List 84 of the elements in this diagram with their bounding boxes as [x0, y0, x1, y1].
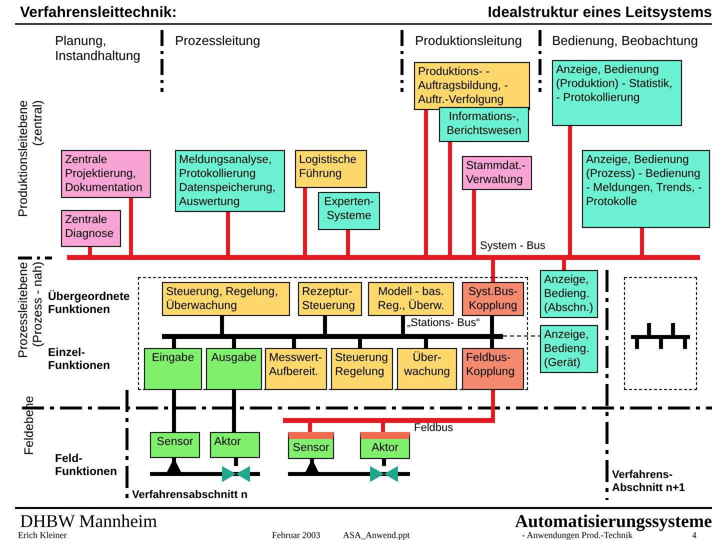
function-box: Steuerung Regelung	[331, 348, 393, 390]
bus-label: System - Bus	[480, 240, 546, 252]
display-box: Anzeige, Bedieng. (Abschn.)	[540, 270, 598, 318]
function-box: Produktions- - Auftragsbildung, - Auftr.-Verfolgung	[414, 62, 530, 110]
connector-line	[640, 228, 644, 255]
connector-line	[568, 126, 572, 255]
column-heading: Prozessleitung	[175, 34, 262, 49]
section-frame	[624, 277, 697, 390]
function-box: Eingabe	[144, 348, 202, 390]
function-box: Steuerung, Regelung, Überwachung	[162, 282, 290, 316]
connector-line	[490, 339, 494, 348]
connector-line	[166, 458, 182, 474]
footer-note: Erich Kleiner	[18, 530, 68, 540]
connector-line	[346, 230, 350, 255]
function-box: Rezeptur- Steuerung	[298, 282, 362, 316]
pipe-drawing	[150, 466, 260, 482]
actuator-box: Aktor	[360, 432, 410, 459]
connector-line	[323, 316, 327, 334]
connector-line	[234, 458, 238, 466]
footer-note: - Anwendungen Prod.-Technik	[522, 530, 633, 540]
footer-note: ASA_Anwend.ppt	[343, 530, 411, 540]
function-group-label: Übergeordnete Funktionen	[48, 291, 131, 318]
connector-line	[358, 339, 362, 348]
function-box: Logistische Führung	[295, 150, 367, 188]
function-box: Anzeige, Bedienung (Prozess) - Bedienung - Meldungen, Trends, - Protokolle	[582, 150, 710, 228]
function-box: Anzeige, Bedienung (Produktion) - Statistik, - Protokollierung	[552, 60, 682, 126]
connector-line	[382, 459, 386, 466]
function-group-label: Feld- Funktionen	[55, 453, 118, 480]
connector-line	[88, 247, 92, 255]
footer-note: 4	[692, 530, 696, 540]
function-box: Zentrale Diagnose	[61, 210, 121, 247]
pipe-drawing	[288, 466, 410, 482]
section-label: Verfahrens- Abschnitt n+1	[612, 469, 686, 494]
function-box: Zentrale Projektierung, Dokumentation	[61, 150, 151, 198]
function-box: Experten- Systeme	[318, 192, 380, 230]
footer-text: Automatisierungssysteme	[514, 511, 712, 532]
sensor-box: Sensor	[288, 432, 334, 459]
function-box: Messwert- Aufbereit.	[265, 348, 327, 390]
footer-note: Februar 2003	[272, 530, 322, 540]
function-box: Feldbus- Kopplung	[462, 348, 524, 390]
connector-line	[401, 316, 405, 334]
station-frame	[138, 277, 528, 390]
function-group-label: Einzel- Funktionen	[48, 347, 111, 374]
section-label: Verfahrensabschnitt n	[132, 489, 249, 502]
connector-line	[232, 390, 236, 432]
function-box: Informations-, Berichtswesen	[439, 107, 529, 142]
actuator-box: Aktor	[210, 432, 260, 458]
column-heading: Planung, Instandhaltung	[55, 34, 142, 64]
level-label: Prozessleitebene (Prozess - nah)	[16, 262, 45, 360]
connector-line	[303, 188, 307, 255]
connector-line	[129, 198, 133, 255]
connector-line	[304, 459, 320, 475]
column-heading: Produktionsleitung	[415, 34, 523, 49]
function-box: Ausgabe	[206, 348, 262, 390]
connector-line	[424, 110, 428, 255]
function-box: Stammdat.- Verwaltung	[462, 156, 532, 190]
connector-line	[226, 212, 230, 255]
connector-line	[491, 390, 495, 418]
connector-line	[381, 423, 385, 432]
connector-line	[292, 339, 296, 348]
function-box: Über- wachung	[397, 348, 457, 390]
footer-text: DHBW Mannheim	[20, 511, 158, 532]
connector-line	[172, 390, 176, 432]
connector-line	[562, 260, 566, 270]
connector-line	[172, 339, 176, 348]
function-box: Meldungsanalyse, Protokollierung Datenspeicherung, Auswertung	[175, 150, 285, 212]
connector-line	[472, 190, 476, 255]
header-text: Idealstruktur eines Leitsystems	[486, 4, 712, 22]
display-box: Anzeige, Bedieng. (Gerät)	[540, 325, 598, 373]
connector-line	[232, 339, 236, 348]
sensor-box: Sensor	[150, 432, 200, 458]
connector-line	[491, 260, 495, 282]
title: Verfahrensleittechnik:	[20, 4, 177, 21]
bus-label: „Stations- Bus“	[407, 317, 480, 329]
connector-line	[424, 339, 428, 348]
column-heading: Bedienung, Beobachtung	[552, 34, 700, 49]
level-label: Produktionsleitebene (zentral)	[16, 100, 45, 219]
connector-line	[490, 316, 494, 334]
connector-line	[220, 316, 224, 334]
bus-label: Feldbus	[414, 422, 454, 434]
connector-line	[448, 142, 452, 255]
function-box: Syst.Bus- Kopplung	[462, 282, 524, 316]
connector-line	[308, 423, 312, 432]
function-box: Modell - bas. Reg., Überw.	[368, 282, 454, 316]
